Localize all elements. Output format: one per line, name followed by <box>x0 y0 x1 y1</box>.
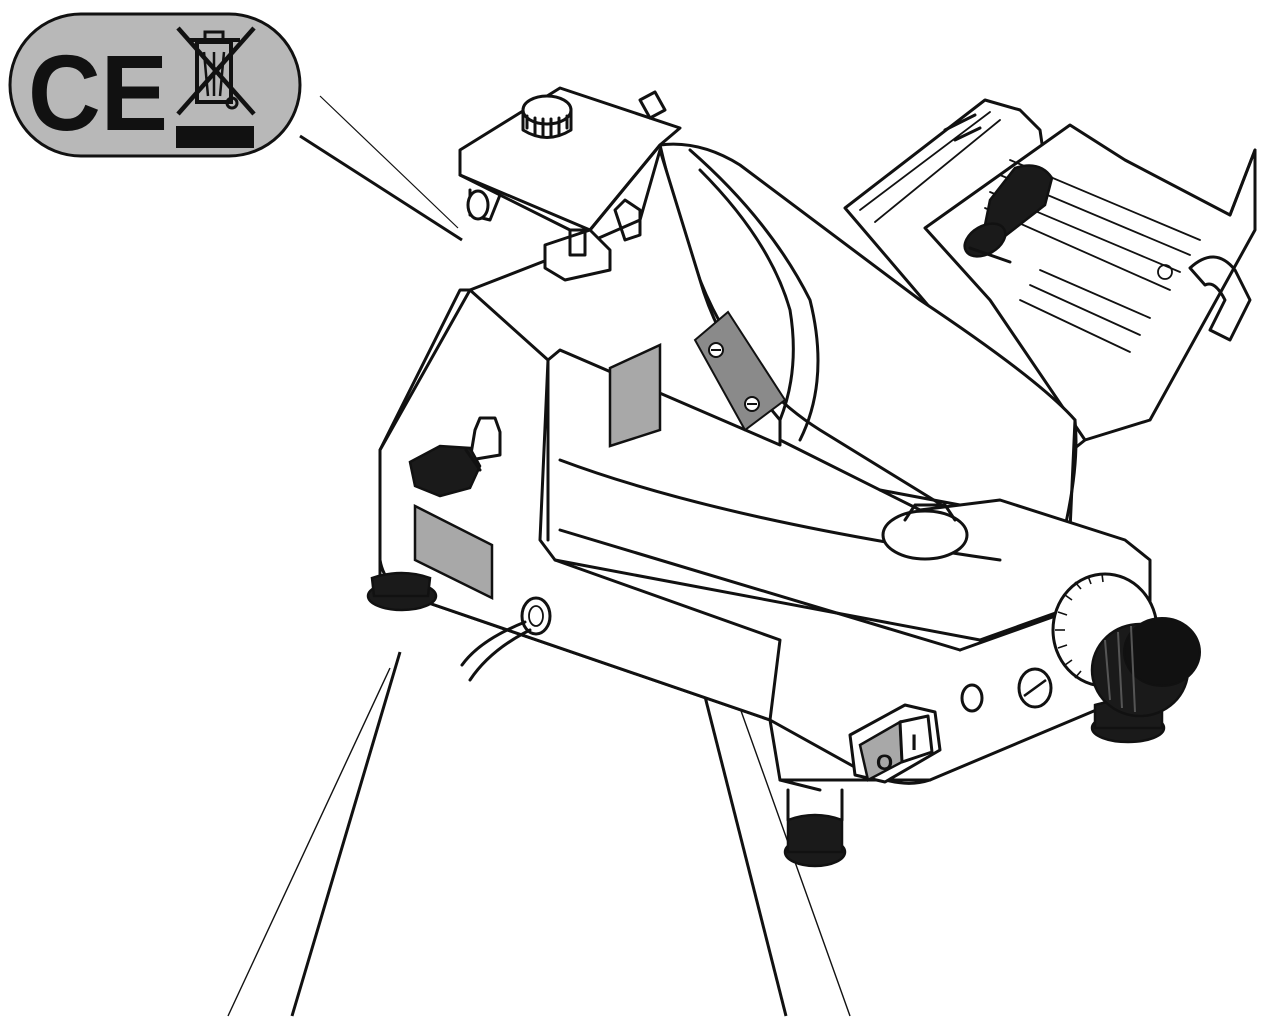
switch-on-label: I <box>911 730 917 755</box>
blade-hub <box>878 488 969 561</box>
callout-leader-line <box>299 134 463 242</box>
reset-button <box>1017 667 1053 709</box>
ce-mark: CE <box>28 32 168 153</box>
foot-front <box>783 788 847 868</box>
ce-weee-callout-badge: CE <box>8 12 463 242</box>
thickness-knob <box>1090 617 1201 718</box>
thickness-scale-ticks <box>1055 573 1104 679</box>
power-switch: O I <box>848 703 942 784</box>
callout-leader-line-thin <box>319 95 459 229</box>
control-buttons <box>960 667 1053 713</box>
product-carriage <box>843 98 1257 462</box>
data-plate-side <box>413 503 494 601</box>
power-cord <box>460 596 552 682</box>
indicator-light <box>960 683 984 713</box>
foot-left <box>366 558 438 612</box>
data-plate-tower <box>608 343 662 448</box>
thickness-adjustment <box>1051 572 1201 718</box>
guard-bracket <box>693 310 787 432</box>
side-locking-knob <box>408 416 502 498</box>
callout-badge-background <box>8 12 302 158</box>
label-plates <box>413 343 662 601</box>
crossed-out-wheelie-bin-icon <box>176 26 256 148</box>
switch-off-label: O <box>876 750 893 775</box>
